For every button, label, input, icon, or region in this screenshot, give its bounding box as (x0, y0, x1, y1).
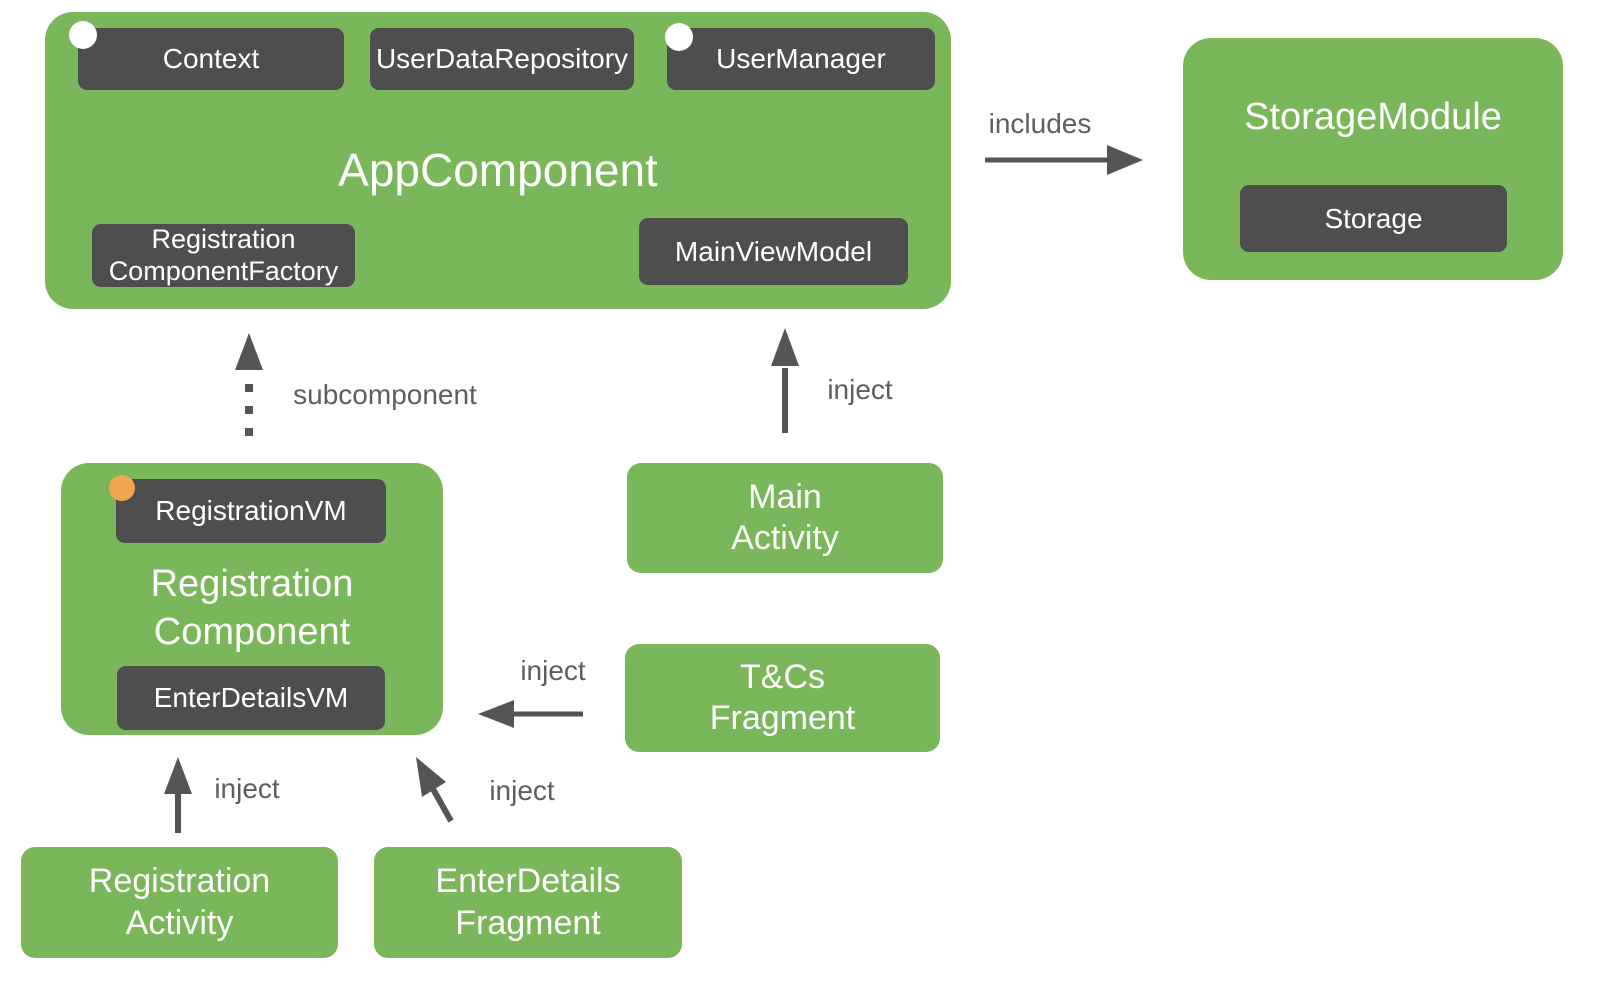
subcomponent-arrow (235, 333, 263, 436)
inject-label-enter-details-fragment: inject (489, 775, 555, 806)
enter-details-fragment-label: EnterDetails Fragment (435, 862, 621, 942)
storage-module-node: StorageModule Storage (1183, 38, 1563, 280)
context-node: Context (78, 28, 344, 90)
storage-module-title: StorageModule (1244, 96, 1502, 138)
registration-component-node: RegistrationVM Registration Component En… (61, 463, 443, 735)
inject-label-tcs-fragment: inject (520, 655, 586, 686)
inject-arrow-enter-details-fragment (416, 757, 454, 823)
main-activity-label: Main Activity (731, 477, 839, 557)
inject-label-main-activity: inject (827, 374, 893, 405)
user-data-repository-node: UserDataRepository (370, 28, 634, 90)
enter-details-vm-node: EnterDetailsVM (117, 666, 385, 730)
includes-arrow (985, 145, 1143, 175)
inject-arrow-registration-activity (164, 757, 192, 833)
context-scope-dot-icon (69, 21, 97, 49)
inject-label-registration-activity: inject (214, 773, 280, 804)
main-activity-node: Main Activity (627, 463, 943, 573)
tcs-fragment-node: T&Cs Fragment (625, 644, 940, 752)
registration-component-title: Registration Component (150, 563, 354, 653)
inject-arrow-tcs-fragment (478, 700, 583, 728)
user-manager-node: UserManager (667, 28, 935, 90)
registration-vm-node: RegistrationVM (116, 479, 386, 543)
registration-vm-scope-dot-icon (109, 475, 135, 501)
app-component-title: AppComponent (338, 144, 658, 196)
user-manager-scope-dot-icon (665, 23, 693, 51)
tcs-fragment-label: T&Cs Fragment (709, 657, 856, 737)
main-view-model-node: MainViewModel (639, 218, 908, 285)
includes-label: includes (988, 108, 1092, 139)
enter-details-fragment-node: EnterDetails Fragment (374, 847, 682, 958)
subcomponent-label: subcomponent (293, 379, 477, 410)
registration-activity-label: Registration Activity (88, 862, 271, 942)
inject-arrow-main-activity (771, 328, 799, 433)
registration-activity-node: Registration Activity (21, 847, 338, 958)
registration-component-factory-node: Registration ComponentFactory (92, 224, 355, 287)
storage-node: Storage (1240, 185, 1507, 252)
app-component-node: AppComponent Context UserDataRepository … (45, 12, 951, 309)
